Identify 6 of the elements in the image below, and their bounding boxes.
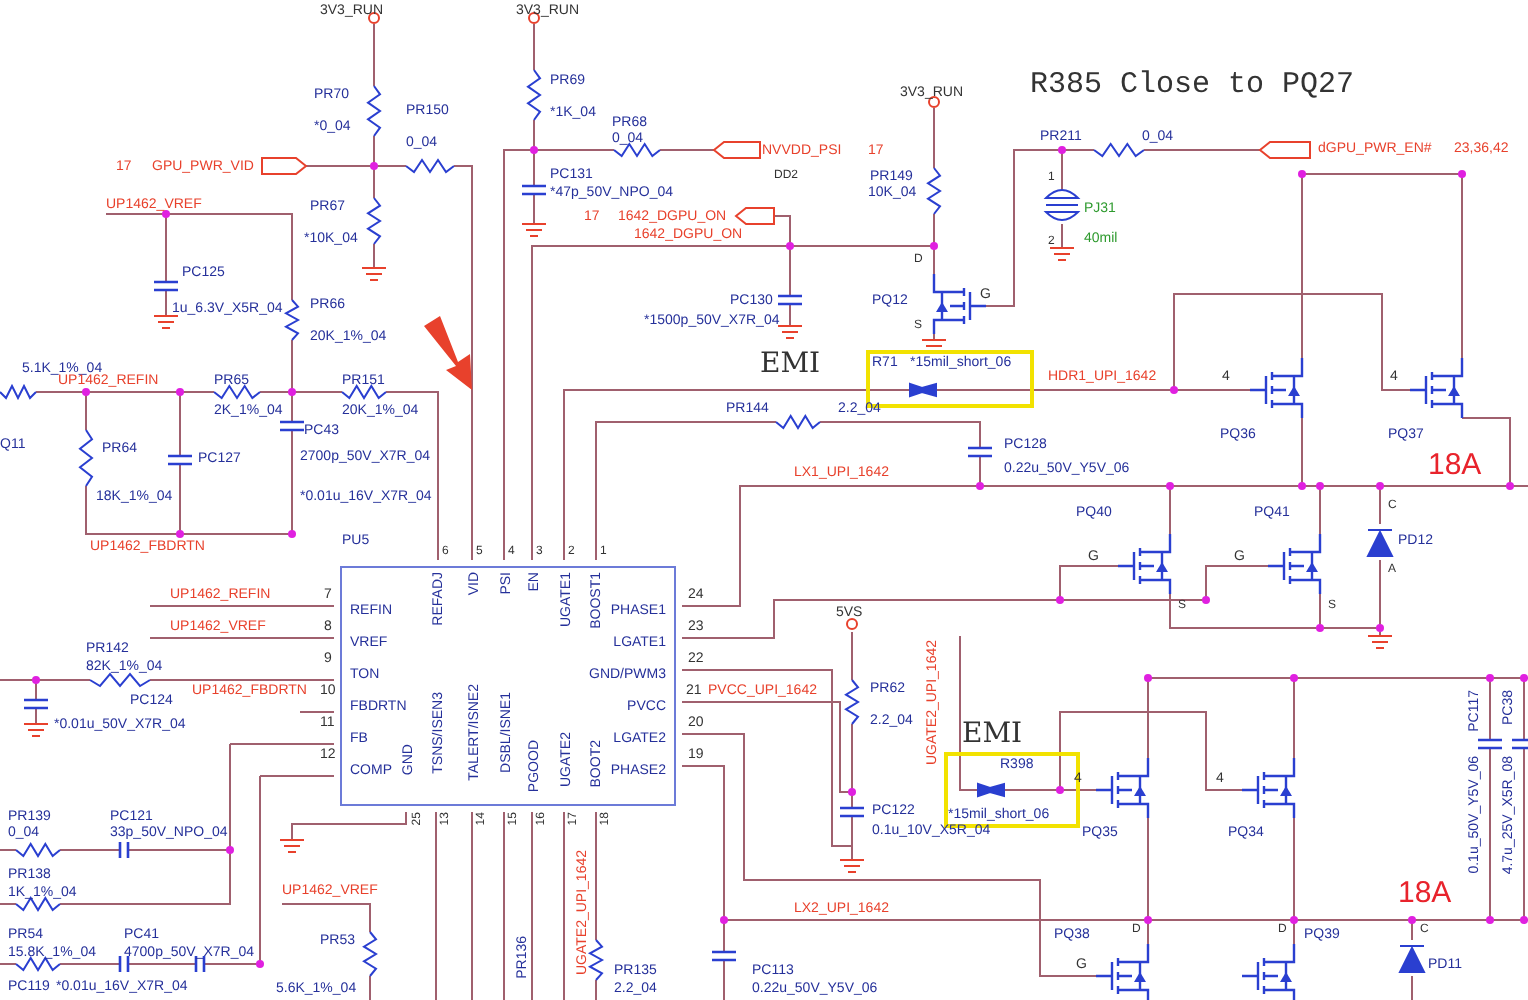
current-label: 18A — [1428, 448, 1482, 482]
note-text: EMI — [760, 348, 821, 380]
current-label: 18A — [1398, 876, 1452, 910]
ic-chip — [340, 566, 676, 806]
note-text: R385 Close to PQ27 — [1030, 68, 1355, 102]
note-text: EMI — [962, 718, 1023, 750]
